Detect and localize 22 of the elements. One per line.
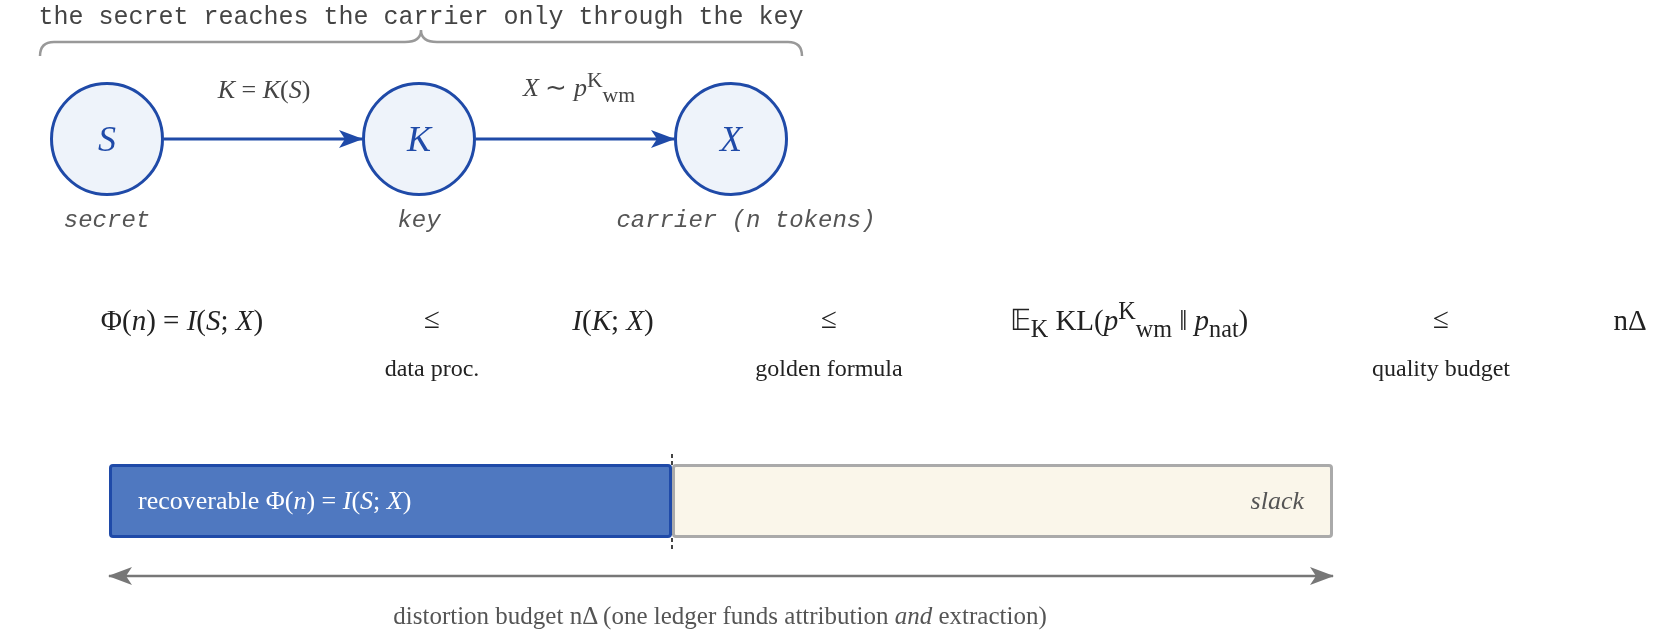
inequality-sign: ≤ (821, 301, 837, 335)
inequality-note: golden formula (755, 354, 903, 382)
bracket-label: the secret reaches the carrier only through the key (38, 2, 804, 32)
node-caption: key (397, 206, 441, 234)
variable-circle: S (50, 82, 164, 196)
arrow (476, 130, 675, 148)
variable-circle: X (674, 82, 788, 196)
node-caption: secret (63, 206, 151, 234)
inequality-sign: ≤ (424, 301, 440, 335)
bar-segment: recoverable Φ(n) = I(S; X) (109, 464, 672, 538)
bar-segment: slack (672, 464, 1333, 538)
formula-term: Φ(n) = I(S; X) (100, 303, 264, 337)
inequality-note: data proc. (384, 354, 480, 382)
node-caption: carrier (n tokens) (616, 206, 876, 234)
inequality-sign: ≤ (1433, 301, 1449, 335)
dimension-label: distortion budget nΔ (one ledger funds attribution and extraction) (393, 602, 1047, 630)
inequality-note: quality budget (1372, 354, 1510, 382)
arrow (164, 130, 363, 148)
formula-term: nΔ (1613, 303, 1647, 337)
variable-circle: K (362, 82, 476, 196)
formula-term: 𝔼$_{K}$ KL(p$^{K}$$_{wm}$ ‖ p$_{nat}$) (1009, 297, 1249, 343)
formula-term: I(K; X) (572, 303, 654, 337)
